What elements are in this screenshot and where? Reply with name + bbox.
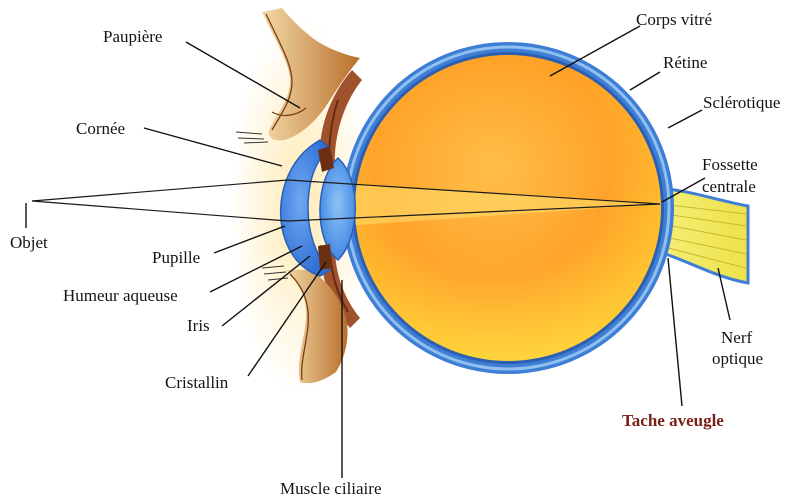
label-fossette-line2: centrale <box>702 177 756 196</box>
label-cornee: Cornée <box>76 119 125 138</box>
label-tache-aveugle: Tache aveugle <box>622 411 724 430</box>
label-paupiere: Paupière <box>103 27 162 46</box>
label-cristallin: Cristallin <box>165 373 229 392</box>
label-pupille: Pupille <box>152 248 200 267</box>
iris-lower <box>318 244 332 270</box>
label-iris: Iris <box>187 316 210 335</box>
label-humeur-aqueuse: Humeur aqueuse <box>63 286 178 305</box>
label-nerf-line1: Nerf <box>721 328 752 347</box>
label-muscle-ciliaire: Muscle ciliaire <box>280 479 382 498</box>
label-objet: Objet <box>10 233 48 252</box>
label-corps-vitre: Corps vitré <box>636 10 712 29</box>
label-retine: Rétine <box>663 53 707 72</box>
label-fossette-line1: Fossette <box>702 155 758 174</box>
label-nerf-line2: optique <box>712 349 763 368</box>
label-sclerotique: Sclérotique <box>703 93 780 112</box>
